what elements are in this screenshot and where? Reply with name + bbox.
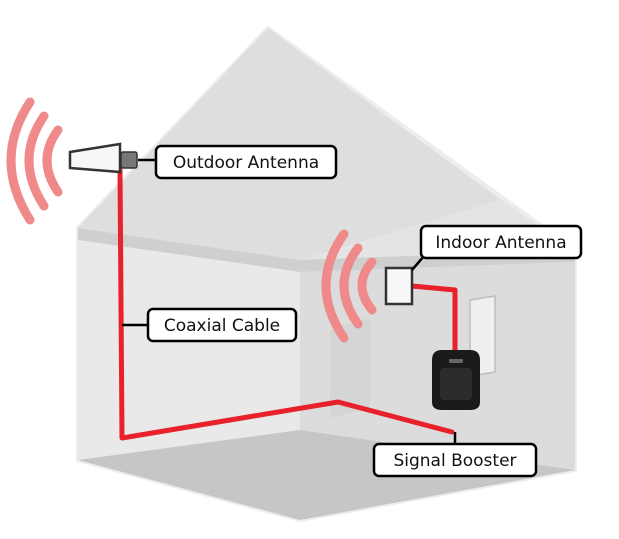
outdoor-antenna-body — [68, 142, 122, 174]
outdoor-antenna-label: Outdoor Antenna — [173, 153, 319, 173]
house-roof — [78, 28, 500, 260]
booster-indicator — [449, 359, 463, 363]
house-inner-wall — [330, 318, 370, 418]
outdoor-signal-waves-icon — [6, 97, 63, 225]
indoor-antenna — [321, 229, 414, 343]
cable-indoor-run — [409, 283, 458, 363]
label-coaxial-cable: Coaxial Cable — [122, 307, 298, 343]
indoor-signal-waves-icon — [321, 229, 377, 343]
outdoor-antenna-mount — [120, 151, 138, 169]
signal-booster-label: Signal Booster — [393, 451, 516, 471]
indoor-antenna-label: Indoor Antenna — [435, 233, 566, 253]
label-outdoor-antenna: Outdoor Antenna — [138, 144, 338, 180]
house-ceiling — [78, 228, 575, 272]
booster-face — [440, 368, 472, 400]
coaxial-cable-label: Coaxial Cable — [164, 316, 280, 336]
house-left-wall — [78, 240, 300, 460]
outdoor-antenna — [6, 97, 138, 225]
cable-main-run — [117, 167, 455, 441]
coaxial-cable — [117, 167, 458, 441]
signal-booster-device — [432, 350, 480, 410]
label-indoor-antenna: Indoor Antenna — [411, 224, 583, 271]
indoor-antenna-panel — [384, 266, 414, 306]
label-signal-booster: Signal Booster — [372, 432, 538, 478]
